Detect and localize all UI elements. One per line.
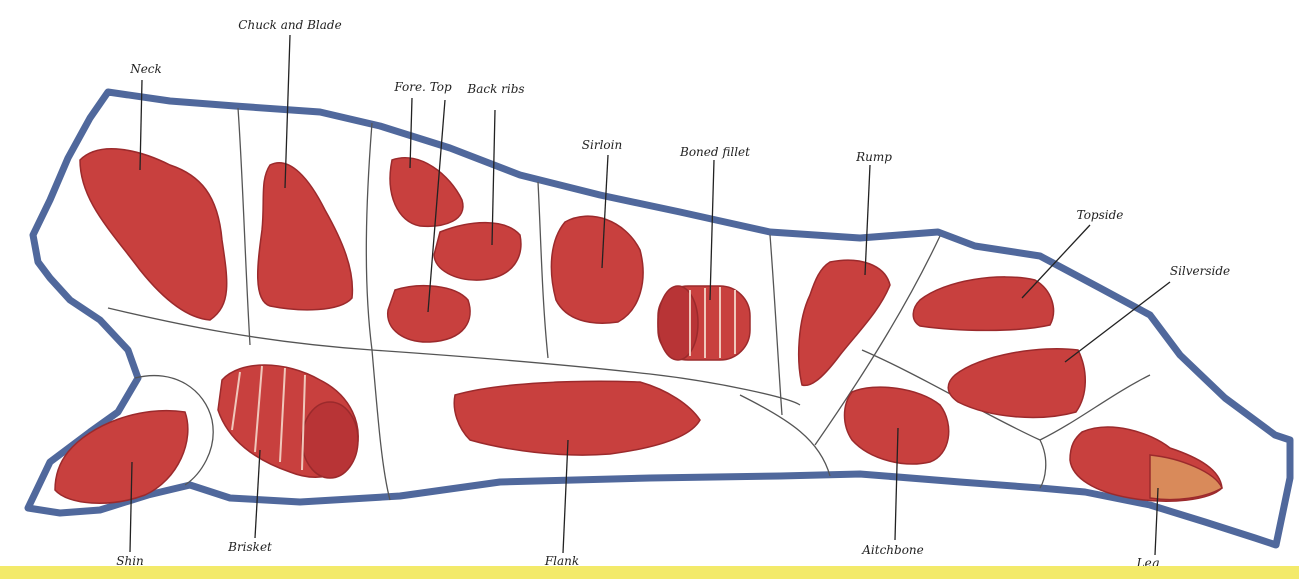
flank-cut	[454, 381, 700, 455]
divider-ribs-sirloin	[538, 182, 548, 358]
label-topside: Topside	[1077, 208, 1124, 222]
label-aitchbone: Aitchbone	[862, 543, 924, 557]
leader-fillet	[710, 160, 714, 300]
topside-cut	[913, 277, 1053, 330]
leader-flank	[563, 440, 568, 553]
silverside-cut	[948, 349, 1085, 418]
label-back-ribs: Back ribs	[467, 82, 524, 96]
label-brisket: Brisket	[228, 540, 272, 554]
label-sirloin: Sirloin	[582, 138, 622, 152]
divider-aitch-leg	[1040, 440, 1046, 488]
rump-cut	[799, 260, 890, 385]
brisket-cut	[218, 365, 358, 478]
divider-neck-chuck	[238, 108, 250, 345]
leader-topside	[1022, 225, 1090, 298]
divider-chuck-ribs	[366, 123, 390, 500]
divider-sirloin-rump	[770, 235, 782, 415]
label-fore-top: Fore. Top	[394, 80, 451, 94]
aitchbone-cut	[845, 387, 949, 464]
label-silverside: Silverside	[1170, 264, 1230, 278]
chuck-cut	[258, 163, 353, 310]
fore-top-cut	[390, 158, 463, 227]
label-rump: Rump	[856, 150, 892, 164]
bottom-yellow-strip	[0, 566, 1299, 579]
leader-brisket	[255, 450, 260, 538]
neck-cut	[80, 149, 227, 320]
sirloin-cut	[551, 216, 643, 323]
label-neck: Neck	[130, 62, 162, 76]
label-chuck-and-blade: Chuck and Blade	[238, 18, 341, 32]
divider-flank-curve	[740, 395, 830, 476]
back-ribs-cut	[434, 223, 521, 280]
leader-rump	[865, 165, 870, 275]
label-boned-fillet: Boned fillet	[680, 145, 750, 159]
boned-fillet-cut	[658, 286, 750, 360]
